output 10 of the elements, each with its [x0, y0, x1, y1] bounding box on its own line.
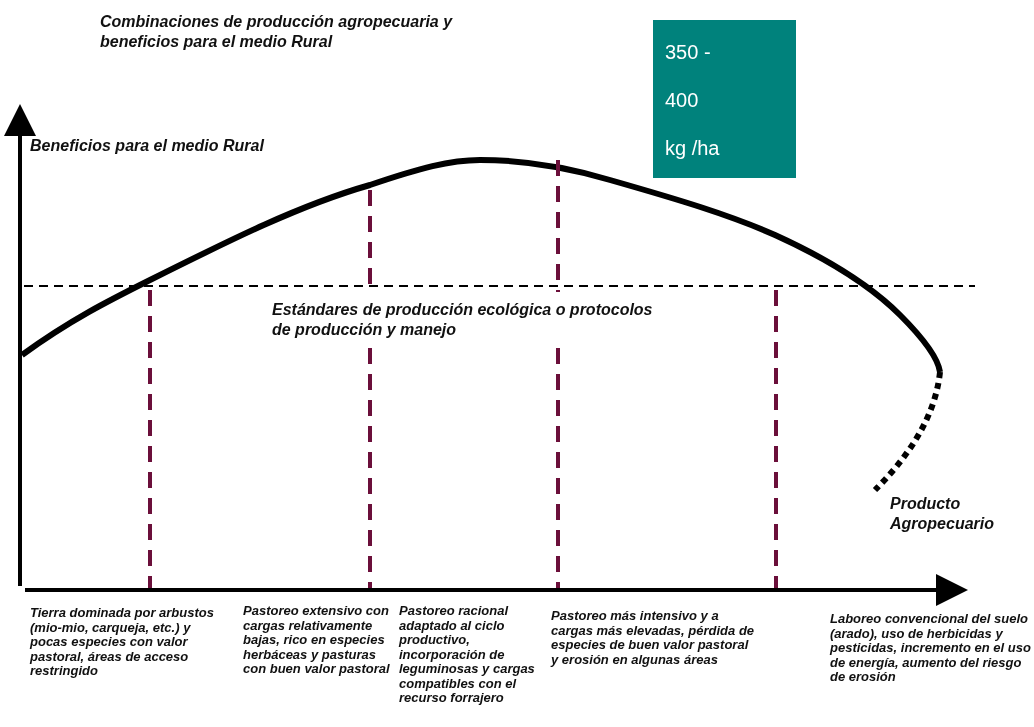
value-box: 350 - 400 kg /ha [653, 20, 796, 178]
category-description: Laboreo convencional del suelo (arado), uso de herbicidas y pesticidas, incremento en el uso de energía, aumento del riesgo de erosión [830, 612, 1032, 685]
axis-label: Beneficios para el medio Rural [30, 136, 265, 155]
diagram-title: Combinaciones de producción agropecuaria y beneficios para el medio Rural [100, 12, 454, 52]
axis-label: Producto Agropecuario [890, 494, 995, 534]
reference-label: Estándares de producción ecológica o protocolos de producción y manejo [272, 300, 654, 340]
category-description: Tierra dominada por arbustos (mio-mio, carqueja, etc.) y pocas especies con valor pastoral, áreas de acceso restringido [30, 606, 215, 679]
category-description: Pastoreo extensivo con cargas relativamente bajas, rico en especies herbáceas y pasturas con buen valor pastoral [243, 604, 391, 677]
category-description: Pastoreo más intensivo y a cargas más elevadas, pérdida de especies de buen valor pastoral y erosión en algunas áreas [551, 609, 756, 667]
category-description: Pastoreo racional adaptado al ciclo productivo, incorporación de leguminosas y cargas compatibles con el recurso forrajero [399, 604, 536, 706]
